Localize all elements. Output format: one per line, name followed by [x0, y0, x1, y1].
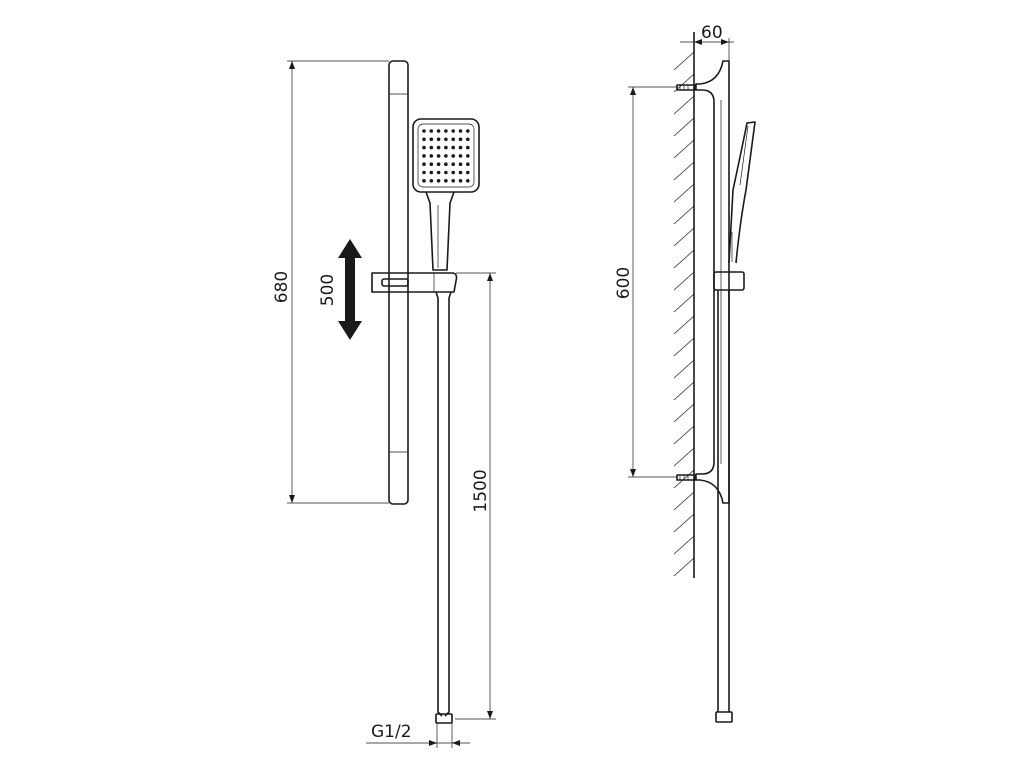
hose-length-label: 1500 — [471, 469, 491, 512]
nozzle — [466, 145, 470, 150]
nozzle — [451, 154, 456, 158]
hatch-line — [673, 359, 695, 379]
hatch-line — [673, 183, 695, 203]
nozzle — [451, 170, 456, 175]
nozzle — [422, 179, 426, 183]
nozzle — [444, 137, 448, 142]
nozzle — [444, 170, 448, 175]
hatch-line — [673, 337, 695, 357]
nozzle — [436, 170, 441, 175]
hatch-line — [673, 249, 695, 269]
shower-hose — [435, 291, 453, 724]
nozzle — [466, 179, 470, 183]
nozzle — [466, 137, 470, 142]
hatch-line — [673, 513, 695, 533]
nozzle — [444, 154, 448, 158]
nozzle — [451, 137, 456, 142]
nozzle — [466, 154, 470, 158]
slider-holder — [371, 272, 458, 293]
nozzle — [429, 145, 434, 150]
rail-side-profile — [695, 60, 730, 504]
hatch-line — [673, 491, 695, 511]
nozzle — [458, 137, 463, 142]
nozzle — [422, 145, 426, 150]
nozzle — [429, 170, 434, 175]
nozzle-grid — [422, 129, 470, 183]
side-view: 60 600 — [614, 23, 756, 723]
hatch-line — [673, 425, 695, 445]
nozzle — [422, 129, 426, 133]
nozzle — [444, 145, 448, 150]
hand-shower-handle — [425, 191, 455, 271]
hatch-line — [673, 271, 695, 291]
bracket-spacing-dimension — [628, 86, 677, 478]
thread-dimension — [366, 723, 470, 748]
nozzle — [466, 129, 470, 133]
hatch-line — [673, 293, 695, 313]
rail-length-label: 680 — [272, 271, 292, 303]
nozzle — [444, 129, 448, 133]
hatch-line — [673, 139, 695, 159]
nozzle — [444, 162, 448, 166]
slide-rail — [388, 60, 409, 505]
hatch-line — [673, 535, 695, 555]
nozzle — [451, 145, 456, 150]
nozzle — [429, 162, 434, 166]
hand-shower-side — [728, 121, 756, 264]
nozzle — [458, 162, 463, 166]
nozzle — [436, 154, 441, 158]
nozzle — [458, 170, 463, 175]
wall-offset-dimension — [680, 38, 734, 61]
nozzle — [429, 154, 434, 158]
nozzle — [429, 179, 434, 183]
nozzle — [429, 129, 434, 133]
nozzle — [422, 170, 426, 175]
hatch-line — [673, 315, 695, 335]
nozzle — [458, 145, 463, 150]
hatch-line — [673, 161, 695, 181]
hatch-line — [673, 95, 695, 115]
wall-screw-bottom — [676, 474, 696, 481]
hatch-line — [673, 227, 695, 247]
wall-hatching — [673, 51, 695, 577]
wall — [673, 32, 695, 578]
wall-screw-top — [676, 84, 696, 91]
hatch-line — [673, 557, 695, 577]
wall-offset-label: 60 — [701, 23, 723, 43]
nozzle — [451, 179, 456, 183]
nozzle — [429, 137, 434, 142]
hatch-line — [673, 381, 695, 401]
nozzle — [444, 179, 448, 183]
hatch-line — [673, 51, 695, 71]
hatch-line — [673, 117, 695, 137]
nozzle — [436, 137, 441, 142]
nozzle — [451, 162, 456, 166]
nozzle — [436, 179, 441, 183]
hatch-line — [673, 205, 695, 225]
nozzle — [466, 170, 470, 175]
nozzle — [451, 129, 456, 133]
hatch-line — [673, 403, 695, 423]
nozzle — [436, 162, 441, 166]
bracket-spacing-label: 600 — [614, 267, 634, 299]
nozzle — [422, 162, 426, 166]
nozzle — [458, 154, 463, 158]
hatch-line — [673, 447, 695, 467]
nozzle — [436, 129, 441, 133]
nozzle — [466, 162, 470, 166]
nozzle — [458, 179, 463, 183]
nozzle — [422, 154, 426, 158]
hose-length-dimension — [455, 272, 496, 720]
slide-travel-arrow — [338, 239, 362, 340]
rail-length-dimension — [287, 60, 389, 504]
nozzle — [436, 145, 441, 150]
slide-travel-label: 500 — [318, 274, 338, 306]
nozzle — [458, 129, 463, 133]
front-view: 680 500 1500 G1/2 — [272, 60, 496, 748]
nozzle — [422, 137, 426, 142]
shower-hose-side — [715, 290, 733, 723]
hand-shower-head — [412, 118, 480, 193]
thread-label: G1/2 — [371, 722, 412, 742]
